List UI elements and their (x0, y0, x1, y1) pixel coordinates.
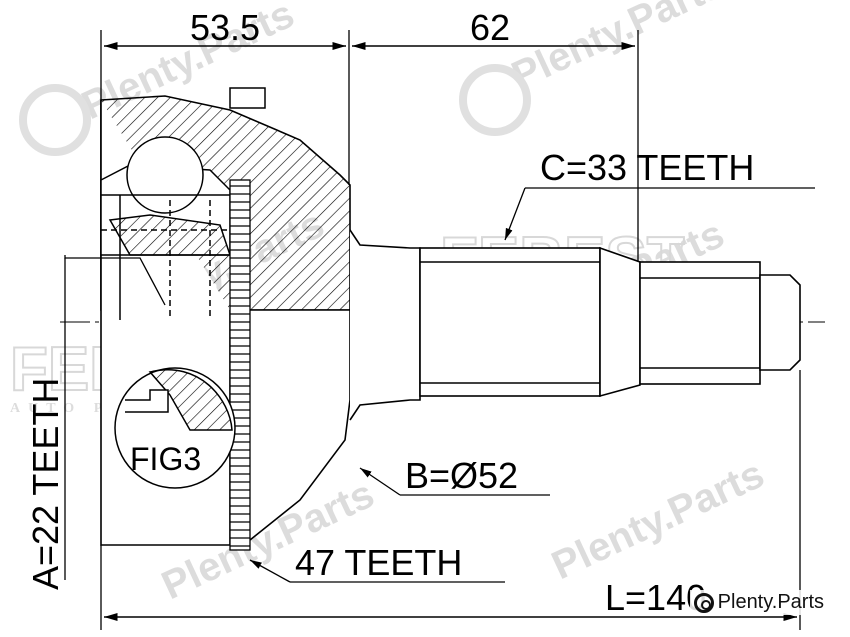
inner-race (100, 87, 266, 320)
abs-teeth-label: 47 TEETH (295, 542, 462, 583)
dimension-total: L=140 (100, 370, 801, 630)
output-shaft (349, 229, 801, 421)
watermark-disc-icon (19, 84, 91, 156)
leaders (64, 187, 815, 583)
b-diameter-label: B=Ø52 (405, 455, 518, 496)
watermark-plenty-6: Plenty.Parts (545, 452, 770, 588)
dimension-53-5-label: 53.5 (190, 7, 260, 48)
brand-badge: Plenty.Parts (689, 590, 828, 615)
watermark-disc-icon (459, 64, 531, 136)
a-teeth-label: A=22 TEETH (25, 378, 66, 590)
total-length-label: L=140 (605, 577, 706, 618)
fig3-label: FIG3 (130, 441, 201, 477)
dimension-62-label: 62 (470, 7, 510, 48)
fig3-detail: FIG3 (114, 367, 236, 489)
dimension-62: 62 (352, 7, 639, 275)
brand-text: Plenty.Parts (717, 591, 824, 613)
c-teeth-label: C=33 TEETH (540, 147, 754, 188)
plenty-logo-icon (693, 592, 714, 613)
abs-ring (229, 179, 251, 551)
watermark-plenty-2: Plenty.Parts (505, 0, 730, 98)
